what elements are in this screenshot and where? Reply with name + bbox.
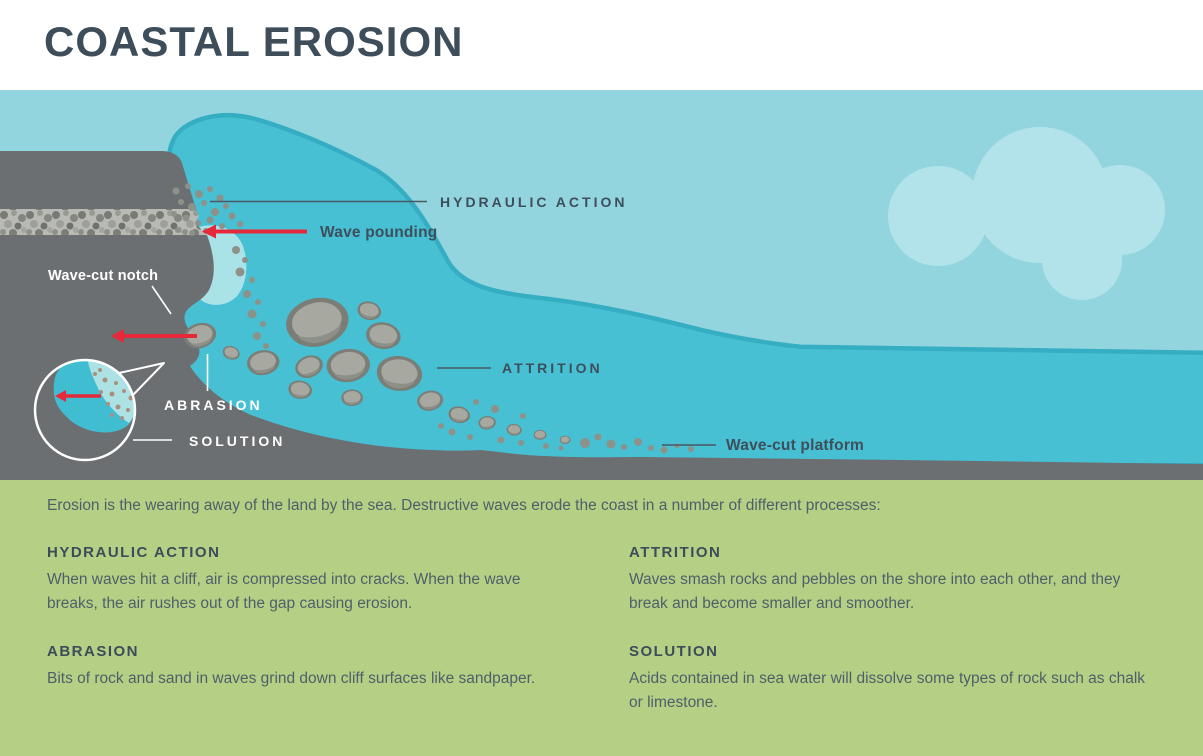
- label-wave-cut-platform: Wave-cut platform: [726, 437, 864, 454]
- section-heading: ABRASION: [47, 643, 140, 661]
- section-solution: SOLUTION Acids contained in sea water wi…: [629, 643, 1156, 715]
- label-abrasion: ABRASION: [164, 397, 263, 413]
- leader-line-notch: [151, 285, 172, 315]
- magnifier: [33, 358, 165, 462]
- header: COASTAL EROSION: [0, 0, 1203, 90]
- shore-pebbles: [438, 399, 694, 454]
- section-hydraulic-action: HYDRAULIC ACTION When waves hit a cliff,…: [47, 544, 574, 616]
- strata-layer: [0, 209, 207, 235]
- section-heading: ATTRITION: [629, 544, 722, 562]
- section-body: Waves smash rocks and pebbles on the sho…: [629, 571, 1121, 613]
- section-abrasion: ABRASION Bits of rock and sand in waves …: [47, 643, 574, 715]
- notch-erosion-arrow-icon: [111, 329, 197, 343]
- cliff-top: [0, 151, 196, 209]
- label-attrition: ATTRITION: [502, 360, 603, 376]
- magnifier-arrow-icon: [55, 390, 101, 402]
- cliff-and-platform: [0, 235, 1203, 480]
- label-wave-cut-notch: Wave-cut notch: [48, 268, 158, 284]
- wave-pounding-arrow-icon: [202, 224, 307, 239]
- erosion-diagram: HYDRAULIC ACTION Wave pounding Wave-cut …: [0, 90, 1203, 480]
- info-panel: Erosion is the wearing away of the land …: [0, 480, 1203, 756]
- page-title: COASTAL EROSION: [44, 18, 464, 65]
- cloud-icon: [888, 127, 1165, 300]
- process-sections: HYDRAULIC ACTION When waves hit a cliff,…: [47, 544, 1156, 715]
- section-body: Acids contained in sea water will dissol…: [629, 670, 1146, 712]
- section-body: Bits of rock and sand in waves grind dow…: [47, 670, 536, 688]
- section-attrition: ATTRITION Waves smash rocks and pebbles …: [629, 544, 1156, 616]
- debris-pebbles: [171, 183, 269, 349]
- label-hydraulic-action: HYDRAULIC ACTION: [440, 194, 627, 210]
- label-wave-pounding: Wave pounding: [320, 224, 437, 241]
- intro-text: Erosion is the wearing away of the land …: [47, 497, 881, 514]
- section-body: When waves hit a cliff, air is compresse…: [47, 571, 521, 613]
- label-solution: SOLUTION: [189, 433, 285, 449]
- section-heading: HYDRAULIC ACTION: [47, 544, 221, 562]
- section-heading: SOLUTION: [629, 643, 719, 661]
